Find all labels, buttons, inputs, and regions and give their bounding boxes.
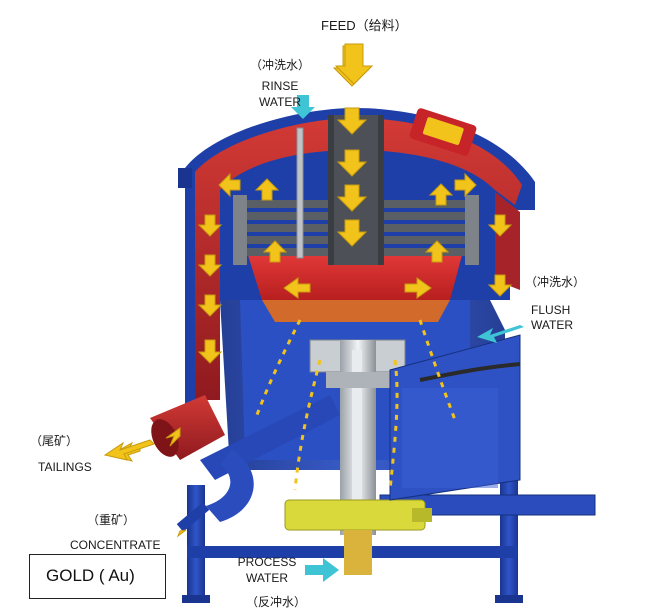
tailings-label: TAILINGS <box>38 460 92 474</box>
process-water-arrow <box>305 558 339 582</box>
feed-arrow <box>334 43 374 85</box>
gold-label-box: GOLD ( Au) <box>29 554 166 599</box>
rinse-label-line1: RINSE <box>261 79 299 93</box>
flush-water-arrow <box>477 325 524 343</box>
concentrate-label: CONCENTRATE <box>70 538 161 552</box>
tailings-chute <box>150 395 225 460</box>
rinse-water-pipe <box>296 127 304 259</box>
tailings-arrow <box>103 439 155 461</box>
concentrate-launder <box>176 395 340 532</box>
process-water-label-line2: WATER <box>246 571 288 585</box>
concentrate-cn-label: （重矿） <box>87 513 136 527</box>
flush-label-line1: FLUSH <box>531 303 571 317</box>
flow-trails <box>253 319 457 491</box>
flush-water-cn-label: （冲洗水） <box>525 275 586 289</box>
rinse-label-line2: WATER <box>259 95 301 109</box>
feed-label: FEED（给料） <box>321 18 408 33</box>
process-water-cn-label: （反冲水） <box>246 595 307 609</box>
rinse-water-arrow <box>291 95 315 119</box>
rinse-water-cn-label: （冲洗水） <box>249 58 310 72</box>
top-hatch <box>409 108 477 156</box>
support-frame <box>182 470 596 603</box>
concentrate-arrow <box>176 529 187 538</box>
flush-label-line2: WATER <box>531 318 573 332</box>
process-water-label-line1: PROCESS <box>237 555 297 569</box>
tailings-cn-label: （尾矿） <box>30 434 79 448</box>
drive-motor <box>284 499 432 575</box>
